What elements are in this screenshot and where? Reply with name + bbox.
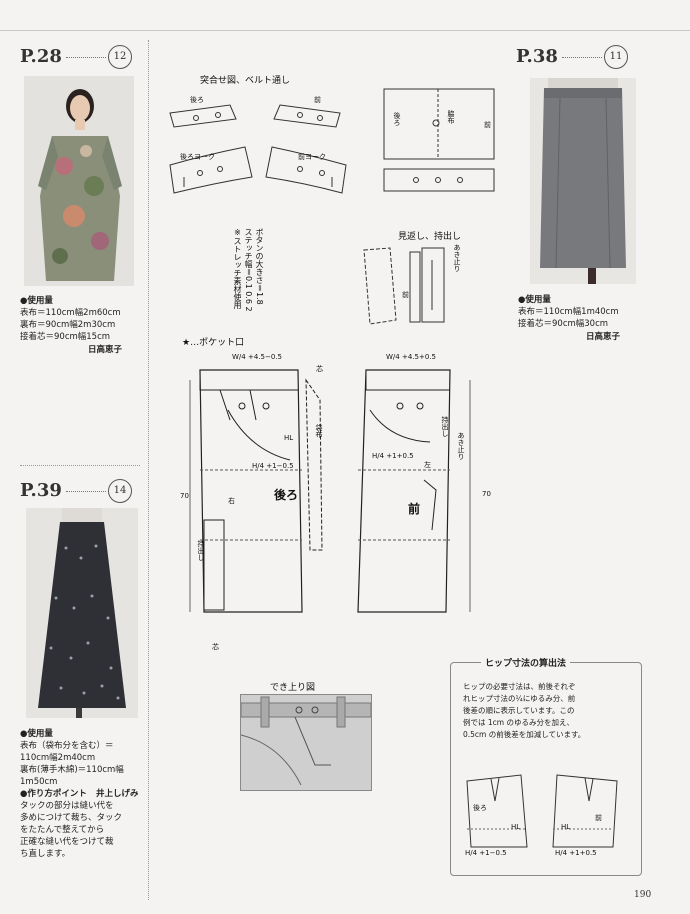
materials-p28: ●使用量 表布＝110cm幅2m60cm 裏布＝90cm幅2m30cm 接着芯＝…: [20, 295, 121, 343]
hip-box-title: ヒップ寸法の算出法: [481, 656, 571, 669]
front-big-label: 前: [408, 502, 421, 516]
hip-formula-back-main: H/4 +1−0.5: [252, 462, 294, 470]
akidomari-front-label: あき止り: [457, 432, 465, 460]
material-line: 表布＝110cm幅1m40cm: [518, 307, 619, 317]
hip-box-line: れヒップ寸法の¼にゆるみ分、前: [463, 694, 576, 703]
skirt-photo: [26, 508, 138, 718]
pencil-skirt-photo: [530, 78, 636, 284]
finished-title: でき上り図: [270, 683, 316, 693]
header-rule-p39: [66, 491, 106, 492]
hip-box-line: 後差の順に表示しています。この: [463, 706, 575, 715]
point-line: タックの部分は縫い代を: [20, 801, 114, 811]
hip-box-body: ヒップの必要寸法は、前後それぞ れヒップ寸法の¼にゆるみ分、前 後差の順に表示し…: [463, 681, 585, 741]
button-note-line: ステッチ幅＝0.1 0.6 2: [244, 228, 253, 312]
page-ref-p39: P.39: [20, 480, 62, 501]
front-yoke-label: 前ヨーク: [298, 153, 326, 161]
page-ref-p28: P.28: [20, 46, 62, 67]
designer-p38: 日高恵子: [586, 332, 621, 342]
header-rule-p28: [66, 57, 106, 58]
item-number-14: 14: [108, 479, 132, 503]
materials-heading: ●使用量: [518, 295, 551, 305]
belt-back-label: 後ろ: [190, 96, 204, 104]
waist-formula-front: W/4 +4.5+0.5: [386, 353, 436, 361]
material-line: 接着芯＝90cm幅30cm: [518, 319, 609, 329]
pocket-mark-note: ★…ポケット口: [182, 338, 245, 348]
back-yoke-label: 後ろヨーク: [180, 153, 215, 161]
point-line: 正確な縫い代をつけて裁: [20, 837, 114, 847]
material-line: 110cm幅2m40cm: [20, 753, 96, 763]
button-note-line: ※ストレッチ素材使用: [233, 228, 242, 309]
material-line: 裏布(薄手木綿)＝110cm幅: [20, 765, 124, 775]
column-divider: [148, 40, 149, 900]
top-separator: [0, 30, 690, 31]
core-label: 芯: [316, 365, 323, 373]
hip-box-back: 後ろ: [473, 804, 487, 812]
section-divider-left: [20, 465, 140, 466]
point-line: 多めにつけて裁ち、タック: [20, 813, 123, 823]
back-big-label: 後ろ: [274, 488, 299, 502]
header-rule-p38: [562, 57, 602, 58]
designer-p39: 井上しげみ: [96, 789, 139, 799]
materials-p38: ●使用量 表布＝110cm幅1m40cm 接着芯＝90cm幅30cm: [518, 294, 619, 330]
button-note-line: ボタンの大きさ＝1.8: [255, 228, 264, 305]
waist-formula-back: W/4 +4.5−0.5: [232, 353, 282, 361]
hip-formula-front-main: H/4 +1+0.5: [372, 452, 414, 460]
left-side-label: 左: [424, 461, 431, 469]
material-line: 接着芯＝90cm幅15cm: [20, 332, 111, 342]
side-cloth-front: 前: [484, 121, 491, 129]
material-line: 1m50cm: [20, 777, 58, 787]
materials-heading: ●使用量: [20, 729, 53, 739]
right-side-label: 右: [228, 497, 235, 505]
belt-front-label: 前: [314, 96, 321, 104]
facing-akidomari: あき止り: [453, 244, 461, 272]
points-heading: ●作り方ポイント: [20, 789, 87, 799]
side-cloth-back: 後ろ: [393, 112, 401, 126]
hip-box-line: ヒップの必要寸法は、前後それぞ: [463, 682, 576, 691]
designer-p28: 日高恵子: [88, 345, 123, 355]
hip-box-formula-front: H/4 +1+0.5: [555, 849, 597, 857]
finished-drawing: [240, 694, 372, 791]
facing-front-label: 前: [402, 291, 409, 299]
mochidashi-label: 持出し: [197, 540, 205, 561]
hip-box-hl-front: HL: [561, 823, 571, 831]
main-pattern-diagram: [189, 369, 471, 613]
hip-calculation-box: ヒップ寸法の算出法 ヒップの必要寸法は、前後それぞ れヒップ寸法の¼にゆるみ分、…: [450, 656, 642, 876]
core-label-bottom: 芯: [212, 643, 219, 651]
hip-box-diagram: [466, 774, 618, 848]
item-number-12: 12: [108, 45, 132, 69]
button-note: ボタンの大きさ＝1.8 ステッチ幅＝0.1 0.6 2 ※ストレッチ素材使用: [232, 228, 265, 328]
hip-box-front: 前: [595, 814, 602, 822]
hl-label-back: HL: [284, 434, 294, 442]
hip-box-line: 例では 1cm のゆるみ分を加え、: [463, 718, 574, 727]
belt-pieces-diagram: [169, 104, 347, 194]
page-number: 190: [634, 890, 652, 900]
mochidashi-front-label: 持出し: [441, 416, 449, 437]
item-number-11: 11: [604, 45, 628, 69]
length-front: 70: [482, 490, 491, 498]
material-line: 裏布＝90cm幅2m30cm: [20, 320, 116, 330]
hip-box-hl-back: HL: [511, 823, 521, 831]
belt-diagram-title: 突合せ図、ベルト通し: [200, 76, 291, 86]
facing-diagram: [363, 247, 445, 325]
point-line: ち直します。: [20, 849, 71, 859]
materials-p39: ●使用量 表布（袋布分を含む）＝ 110cm幅2m40cm 裏布(薄手木綿)＝1…: [20, 728, 124, 860]
hip-box-formula-back: H/4 +1−0.5: [465, 849, 507, 857]
hip-box-line: 0.5cm の前後差を加減しています。: [463, 730, 586, 739]
page-ref-p38: P.38: [516, 46, 558, 67]
material-line: 表布（袋布分を含む）＝: [20, 741, 114, 751]
dress-photo: [24, 76, 134, 286]
facing-title: 見返し、持出し: [398, 232, 462, 242]
material-line: 表布＝110cm幅2m60cm: [20, 308, 121, 318]
point-line: をたたんで整えてから: [20, 825, 105, 835]
pocket-cloth-label: 袋布: [315, 424, 323, 438]
side-cloth-diagram: [383, 88, 495, 192]
length-back: 70: [180, 492, 189, 500]
side-cloth-label: 脇布: [447, 110, 455, 124]
materials-heading: ●使用量: [20, 296, 53, 306]
